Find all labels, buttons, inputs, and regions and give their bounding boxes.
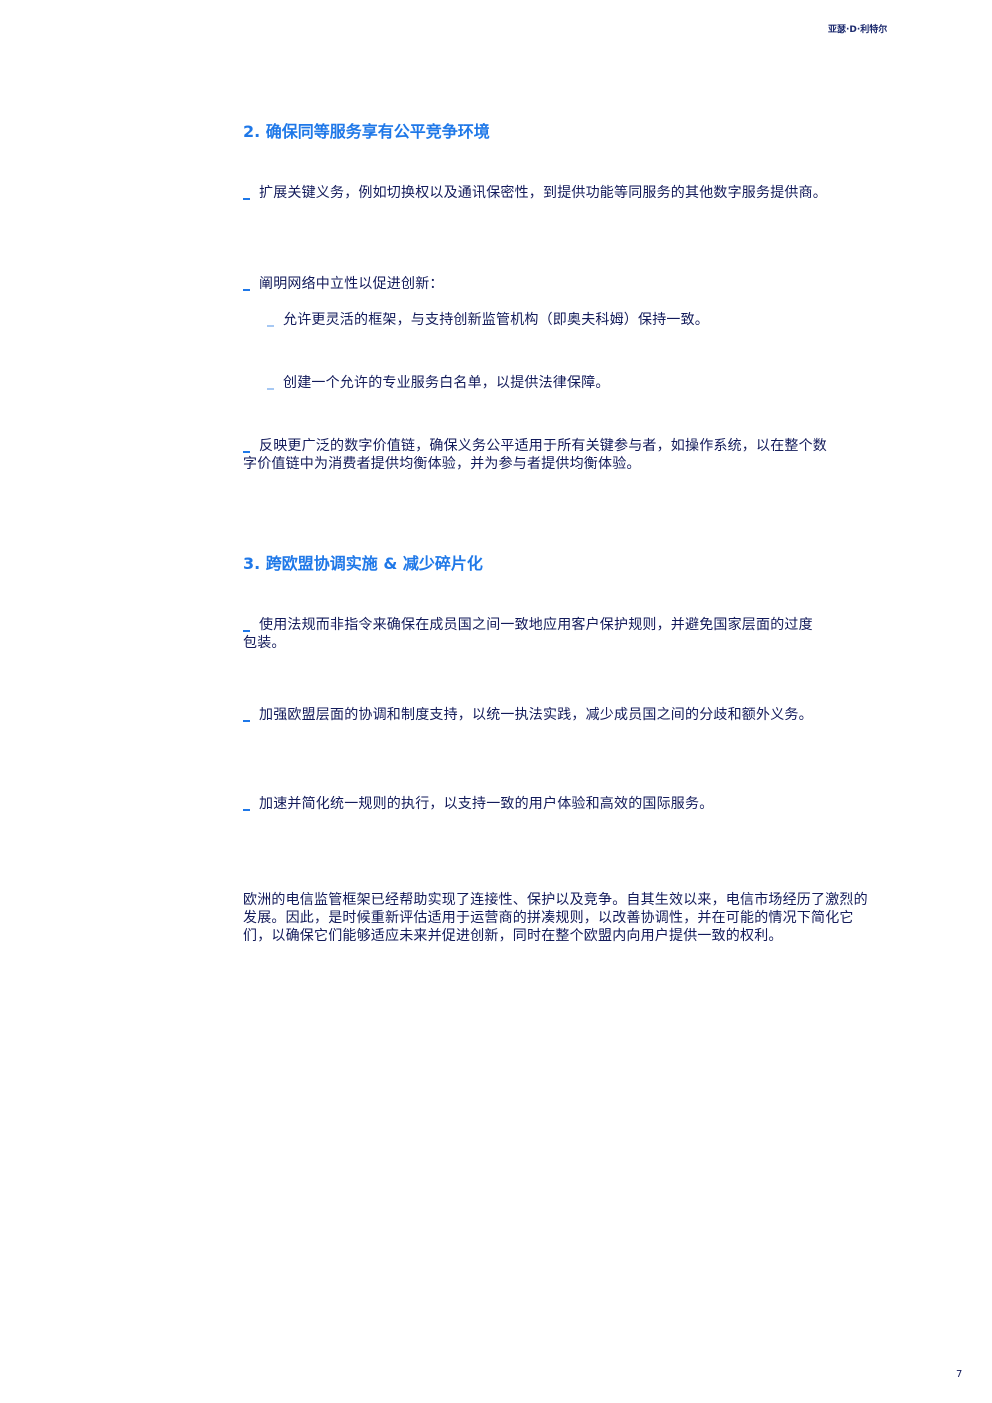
sub-bullet-item: 创建一个允许的专业服务白名单，以提供法律保障。	[267, 374, 867, 392]
section-heading-3: 3. 跨欧盟协调实施 & 减少碎片化	[243, 554, 483, 573]
bullet-item: 反映更广泛的数字价值链，确保义务公平适用于所有关键参与者，如操作系统，以在整个数…	[243, 438, 827, 472]
bullet-dash-icon	[243, 630, 250, 632]
sub-bullet-dash-icon	[267, 325, 274, 327]
bullet-dash-icon	[243, 720, 250, 722]
bullet-item: 使用法规而非指令来确保在成员国之间一致地应用客户保护规则，并避免国家层面的过度包…	[243, 617, 813, 651]
bullet-dash-icon	[243, 198, 250, 200]
bullet-dash-icon	[243, 289, 250, 291]
brand-logo-text: 亚瑟·D·利特尔	[828, 25, 888, 35]
bullet-item: 加速并简化统一规则的执行，以支持一致的用户体验和高效的国际服务。	[243, 795, 853, 813]
page-number: 7	[956, 1369, 963, 1380]
conclusion-paragraph: 欧洲的电信监管框架已经帮助实现了连接性、保护以及竞争。自其生效以来，电信市场经历…	[243, 892, 868, 944]
sub-bullet-dash-icon	[267, 388, 274, 390]
bullet-dash-icon	[243, 809, 250, 811]
sub-bullet-item: 允许更灵活的框架，与支持创新监管机构（即奥夫科姆）保持一致。	[267, 311, 867, 329]
bullet-dash-icon	[243, 451, 250, 453]
bullet-item: 阐明网络中立性以促进创新：	[243, 275, 853, 293]
bullet-item: 加强欧盟层面的协调和制度支持，以统一执法实践，减少成员国之间的分歧和额外义务。	[243, 706, 853, 724]
section-heading-2: 2. 确保同等服务享有公平竞争环境	[243, 122, 490, 141]
bullet-item: 扩展关键义务，例如切换权以及通讯保密性，到提供功能等同服务的其他数字服务提供商。	[243, 184, 853, 202]
